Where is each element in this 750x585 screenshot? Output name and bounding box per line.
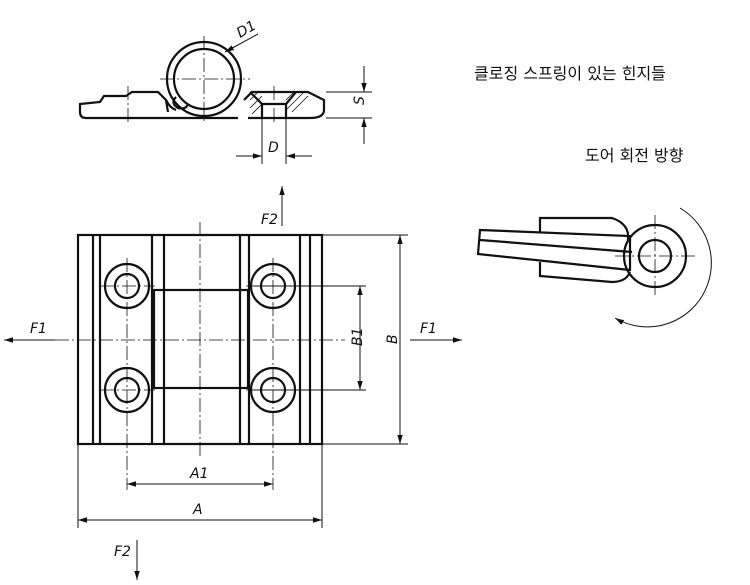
label-F2-top: F2 — [261, 212, 278, 228]
label-D1: D1 — [234, 18, 259, 42]
left-leaf — [76, 233, 166, 446]
note-door-rotation: 도어 회전 방향 — [585, 146, 684, 165]
rotation-view — [476, 207, 712, 328]
side-view-plate — [78, 90, 326, 120]
front-view: F1 F1 F2 F2 B1 B A1 A — [4, 186, 462, 580]
middle-knuckle — [152, 288, 250, 390]
label-F2-bottom: F2 — [114, 544, 131, 560]
rotation-direction-arrow — [614, 207, 712, 328]
label-F1-right: F1 — [420, 321, 437, 337]
side-view: D1 S D — [78, 18, 372, 164]
label-S: S — [352, 96, 368, 105]
right-leaf — [238, 233, 324, 446]
countersink-section — [249, 91, 297, 118]
label-A1: A1 — [189, 466, 208, 482]
label-B: B — [385, 334, 401, 344]
label-B1: B1 — [350, 327, 366, 346]
label-F1-left: F1 — [30, 321, 47, 337]
rotated-leaf — [476, 228, 632, 272]
label-D: D — [268, 140, 279, 156]
note-spring-hinge: 클로징 스프링이 있는 힌지들 — [474, 64, 666, 83]
label-A: A — [192, 502, 203, 518]
